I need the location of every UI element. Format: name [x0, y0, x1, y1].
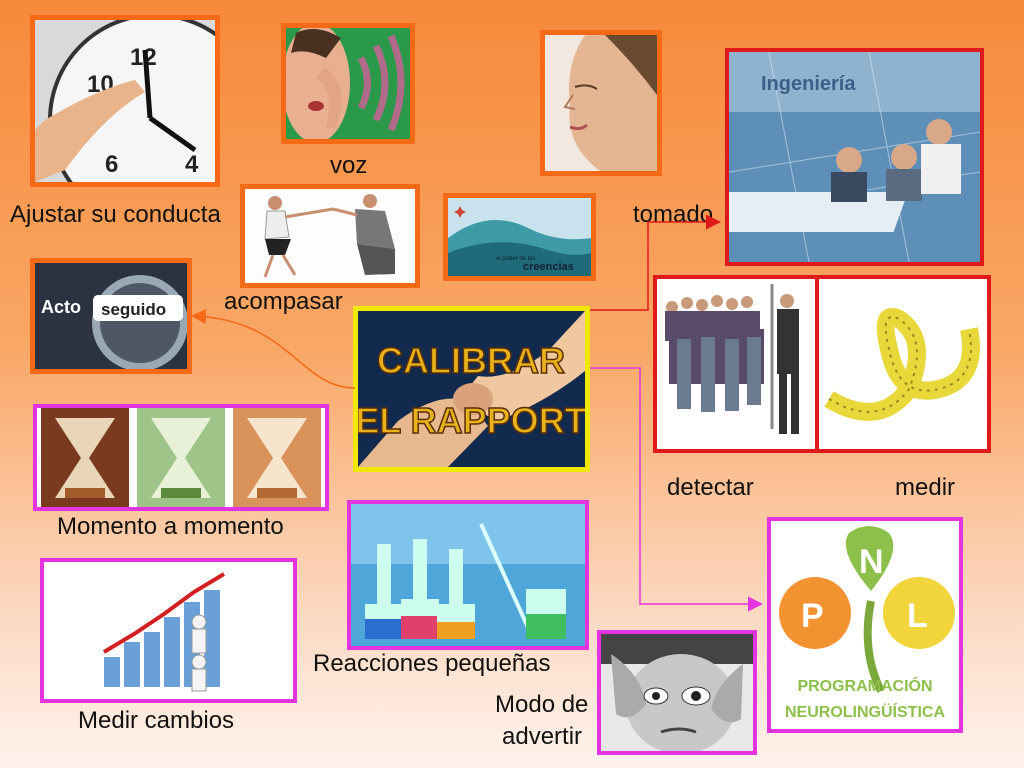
creencias-small-text: el poder de las — [496, 256, 535, 262]
pnl-l-text: L — [907, 597, 928, 635]
calibrar-rapport-image: CALIBRAR EL RAPPORT — [353, 306, 590, 472]
laboratory-image — [347, 500, 589, 650]
whisper-image — [281, 23, 415, 144]
face-icon — [545, 35, 657, 171]
medir-image — [815, 275, 991, 453]
creencias-image: el poder de las creencias — [443, 193, 596, 281]
svg-text:4: 4 — [185, 151, 199, 178]
clock-image: 12109 64 — [30, 15, 220, 187]
relaxed-face-image — [540, 30, 662, 176]
pnl-line1-text: PROGRAMACIÓN — [797, 676, 932, 695]
label-ajustar-su-conducta: Ajustar su conducta — [10, 201, 221, 228]
clock-icon: 12109 64 — [35, 20, 215, 182]
ingenieria-image: Ingeniería — [725, 48, 984, 266]
pnl-clover-icon: N P L PROGRAMACIÓN NEUROLINGÜÍSTICA — [771, 521, 959, 729]
whisper-icon — [286, 28, 410, 139]
engineering-team-icon: Ingeniería — [729, 52, 980, 262]
pnl-n-text: N — [859, 543, 884, 581]
growth-image — [40, 558, 297, 703]
pnl-line2-text: NEUROLINGÜÍSTICA — [785, 702, 945, 721]
measuring-tape-icon — [819, 279, 987, 449]
acto-seguido-image: Acto seguido — [30, 258, 192, 374]
hourglass-image — [33, 404, 329, 511]
creencias-text: creencias — [523, 261, 574, 273]
acto-seguido-icon: Acto seguido — [35, 263, 187, 369]
arrow-to-acto-seguido — [191, 309, 356, 389]
crowd-icon — [657, 279, 815, 449]
label-acompasar: acompasar — [224, 288, 343, 315]
advertir-image — [597, 630, 757, 755]
label-modo-de: Modo de — [495, 691, 589, 718]
ingenieria-text: Ingeniería — [761, 73, 856, 95]
label-momento-a-momento: Momento a momento — [57, 513, 284, 540]
acto-text: Acto — [41, 297, 81, 317]
label-medir: medir — [895, 474, 956, 501]
tug-of-war-icon — [245, 189, 415, 283]
pnl-p-text: P — [801, 597, 824, 635]
seguido-text: seguido — [101, 300, 166, 319]
eye-hands-icon — [601, 634, 753, 751]
center-title-line2: EL RAPPORT — [358, 400, 585, 441]
center-title-line1: CALIBRAR — [377, 340, 565, 381]
tug-of-war-image — [240, 184, 420, 288]
detectar-image — [653, 275, 819, 453]
label-detectar: detectar — [667, 474, 754, 501]
pnl-image: N P L PROGRAMACIÓN NEUROLINGÜÍSTICA — [767, 517, 963, 733]
label-advertir: advertir — [502, 723, 583, 750]
lab-flasks-icon — [351, 504, 585, 646]
hourglasses-icon — [37, 408, 325, 507]
label-medir-cambios: Medir cambios — [78, 707, 235, 734]
wave-icon: el poder de las creencias — [448, 198, 591, 276]
label-voz: voz — [330, 152, 368, 179]
growth-bars-icon — [44, 562, 293, 699]
label-tomado: tomado — [633, 201, 714, 228]
label-reacciones-pequenas: Reacciones pequeñas — [313, 650, 551, 677]
svg-text:6: 6 — [105, 151, 118, 178]
handshake-icon: CALIBRAR EL RAPPORT — [358, 311, 585, 467]
